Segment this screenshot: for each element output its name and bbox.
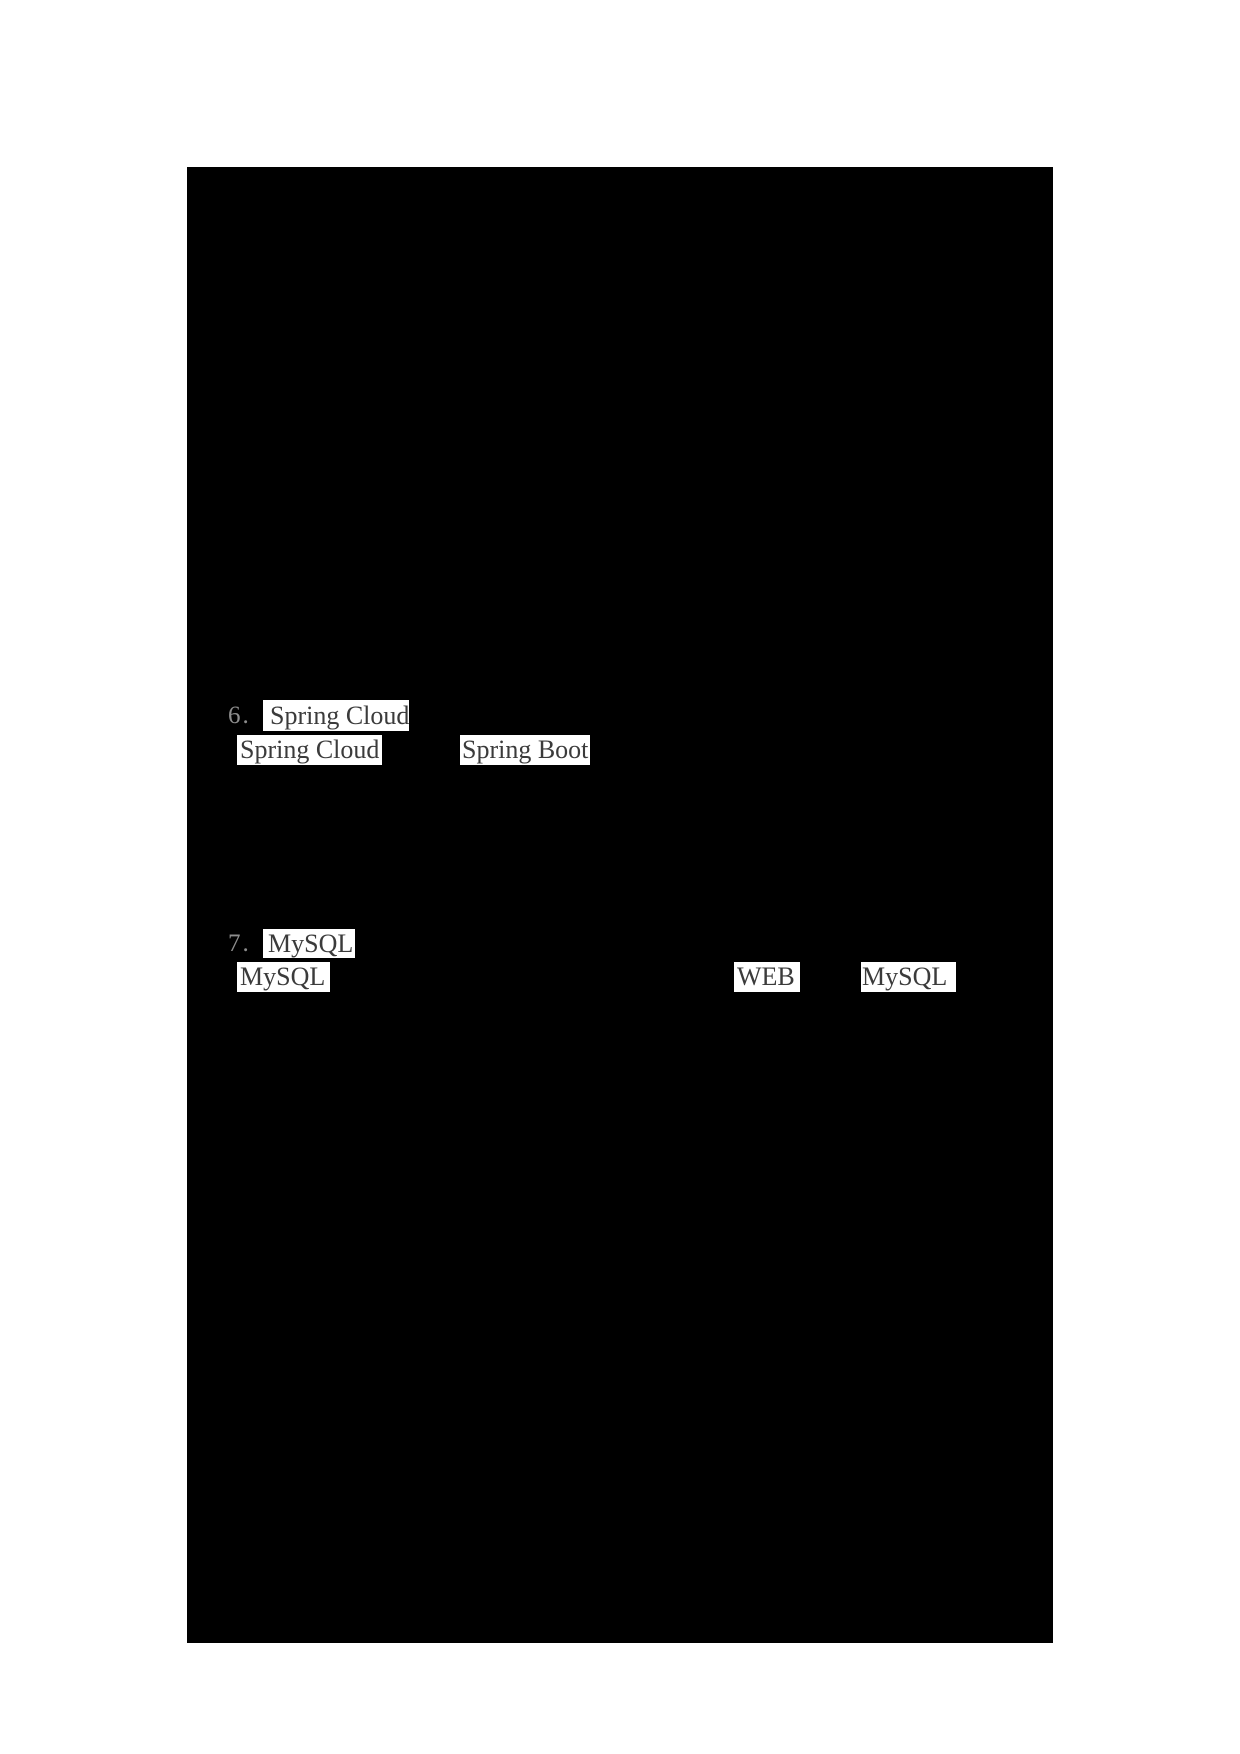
dark-image-region: 6. Spring Cloud Spring Cloud Spring Boot… [187, 167, 1053, 1643]
highlight-spring-cloud-heading: Spring Cloud [263, 700, 410, 731]
list-item-6-marker: 6. [228, 702, 251, 729]
highlight-spring-cloud-body: Spring Cloud [237, 735, 383, 765]
highlight-mysql-heading: MySQL [263, 929, 356, 958]
highlight-mysql-body-1: MySQL [237, 962, 331, 992]
highlight-mysql-body-2: MySQL [861, 962, 957, 992]
highlight-web-body: WEB [734, 962, 800, 992]
list-item-7-marker: 7. [228, 930, 251, 957]
highlight-spring-boot-body: Spring Boot [460, 735, 591, 765]
